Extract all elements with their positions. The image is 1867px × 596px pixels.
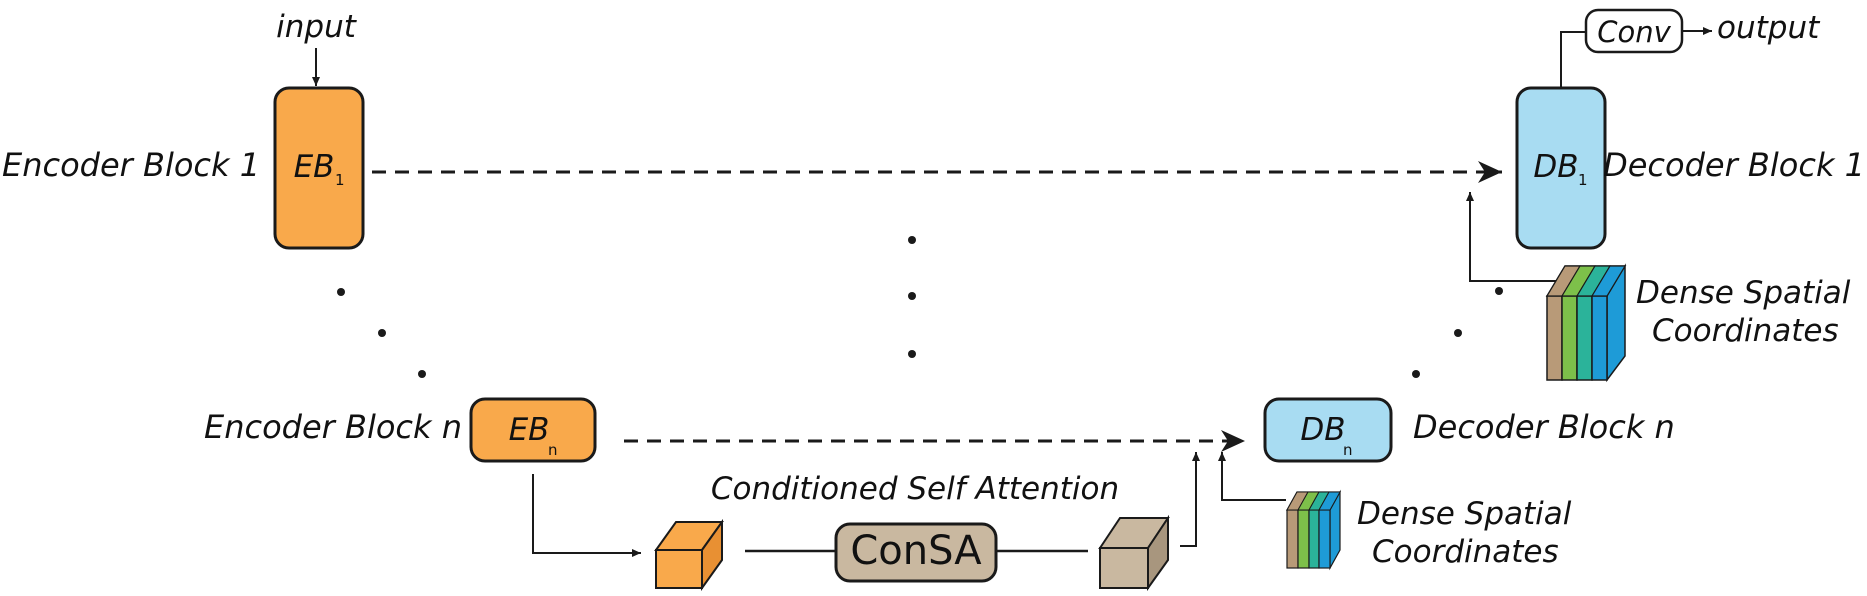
dense-spatial-bottom-line2: Coordinates — [1372, 534, 1559, 570]
ebn-subscript: n — [548, 441, 558, 459]
ebn-to-feature-arrow — [532, 474, 641, 557]
dense-top-to-db1-line — [1466, 192, 1558, 282]
eb1-text: EB — [294, 149, 335, 185]
consa-to-dbn-arrow — [1180, 452, 1200, 547]
dense-spatial-cube-top — [1545, 263, 1627, 383]
ellipsis-dot — [337, 288, 345, 296]
encoder-block-n-label: Encoder Block n — [204, 408, 462, 446]
conv-label: Conv — [1597, 15, 1671, 49]
ellipsis-dot — [908, 236, 916, 244]
db1-to-conv-line — [1560, 31, 1585, 88]
input-label: input — [276, 9, 358, 45]
ellipsis-dot — [1495, 287, 1503, 295]
dbn-text: DB — [1300, 412, 1345, 448]
encoder-block-1-label: Encoder Block 1 — [2, 146, 260, 184]
dbn-subscript: n — [1343, 441, 1353, 459]
dense-spatial-cube-bottom — [1285, 489, 1342, 571]
consa-label: ConSA — [850, 528, 982, 574]
db1-text: DB — [1533, 149, 1578, 185]
dense-spatial-top-line2: Coordinates — [1652, 313, 1839, 349]
consa-block — [834, 522, 998, 583]
ellipsis-dot — [1412, 370, 1420, 378]
encoder-block-n — [469, 397, 597, 463]
ellipsis-dot — [908, 350, 916, 358]
consa-output-cube — [1098, 514, 1170, 592]
decoder-block-n-label: Decoder Block n — [1413, 408, 1675, 446]
decoder-block-n — [1263, 397, 1393, 463]
encoder-feature-cube — [654, 518, 724, 592]
db1-subscript: 1 — [1578, 171, 1588, 189]
ellipsis-dot — [908, 292, 916, 300]
ebn-text: EB — [509, 412, 550, 448]
eb1-subscript: 1 — [335, 171, 345, 189]
dense-spatial-bottom-line1: Dense Spatial — [1357, 496, 1572, 532]
conditioned-self-attention-label: Conditioned Self Attention — [711, 471, 1119, 507]
ellipsis-dot — [418, 370, 426, 378]
ellipsis-dot — [1454, 329, 1462, 337]
ellipsis-dot — [378, 329, 386, 337]
decoder-block-1-label: Decoder Block 1 — [1603, 146, 1865, 184]
dense-bottom-to-dbn-arrow — [1218, 452, 1286, 501]
output-label: output — [1717, 10, 1821, 46]
dense-spatial-top-line1: Dense Spatial — [1636, 275, 1851, 311]
encoder-block-1 — [273, 86, 365, 250]
